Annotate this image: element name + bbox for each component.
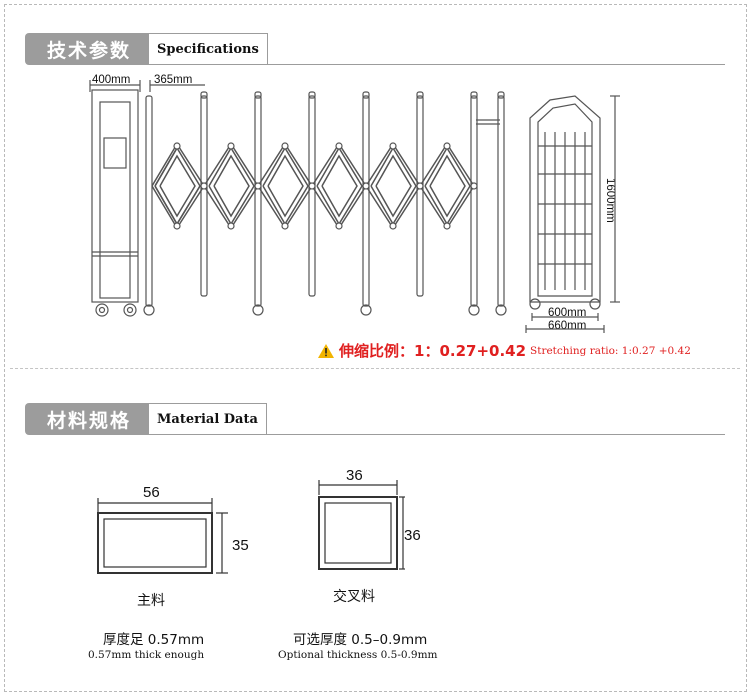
main-material-width: 56: [143, 484, 160, 501]
cross-material-label: 交叉料: [333, 589, 375, 605]
material-header-line: [262, 434, 725, 435]
main-thickness-cn: 厚度足 0.57mm: [103, 632, 205, 648]
stretching-ratio-note: 伸缩比例：1：0.27+0.42 Stretching ratio: 1:0.2…: [318, 340, 691, 361]
main-material-profile: [97, 498, 228, 574]
main-thickness-en: 0.57mm thick enough: [88, 649, 205, 661]
gate-side-view: [525, 95, 620, 333]
dim-365-label: 365mm: [154, 74, 193, 86]
cross-thickness-cn: 可选厚度 0.5–0.9mm: [293, 632, 428, 648]
section-divider: [10, 368, 740, 369]
cross-material-width: 36: [346, 467, 363, 484]
main-material-label: 主料: [137, 593, 165, 609]
specifications-header-line: [260, 64, 725, 65]
cross-material-height: 36: [404, 527, 421, 544]
cross-material-profile: [318, 480, 405, 570]
material-title-en: Material Data: [149, 403, 267, 435]
specifications-title-cn: 技术参数: [25, 33, 150, 65]
specifications-header: 技术参数 Specifications: [25, 33, 268, 65]
dim-600-label: 600mm: [548, 307, 587, 319]
dim-400-label: 400mm: [92, 74, 131, 86]
warning-triangle-icon: [318, 343, 334, 358]
material-data-header: 材料规格 Material Data: [25, 403, 267, 435]
gate-posts: [145, 95, 505, 307]
main-material-height: 35: [232, 537, 249, 554]
material-title-cn: 材料规格: [25, 403, 150, 435]
cross-thickness-en: Optional thickness 0.5-0.9mm: [278, 649, 438, 661]
specifications-title-en: Specifications: [149, 33, 268, 65]
retractable-gate-drawing: [89, 80, 620, 333]
stretching-ratio-cn: 伸缩比例：1：0.27+0.42: [339, 342, 527, 360]
page-frame: [4, 4, 747, 692]
stretching-ratio-en: Stretching ratio: 1:0.27 +0.42: [530, 344, 691, 357]
